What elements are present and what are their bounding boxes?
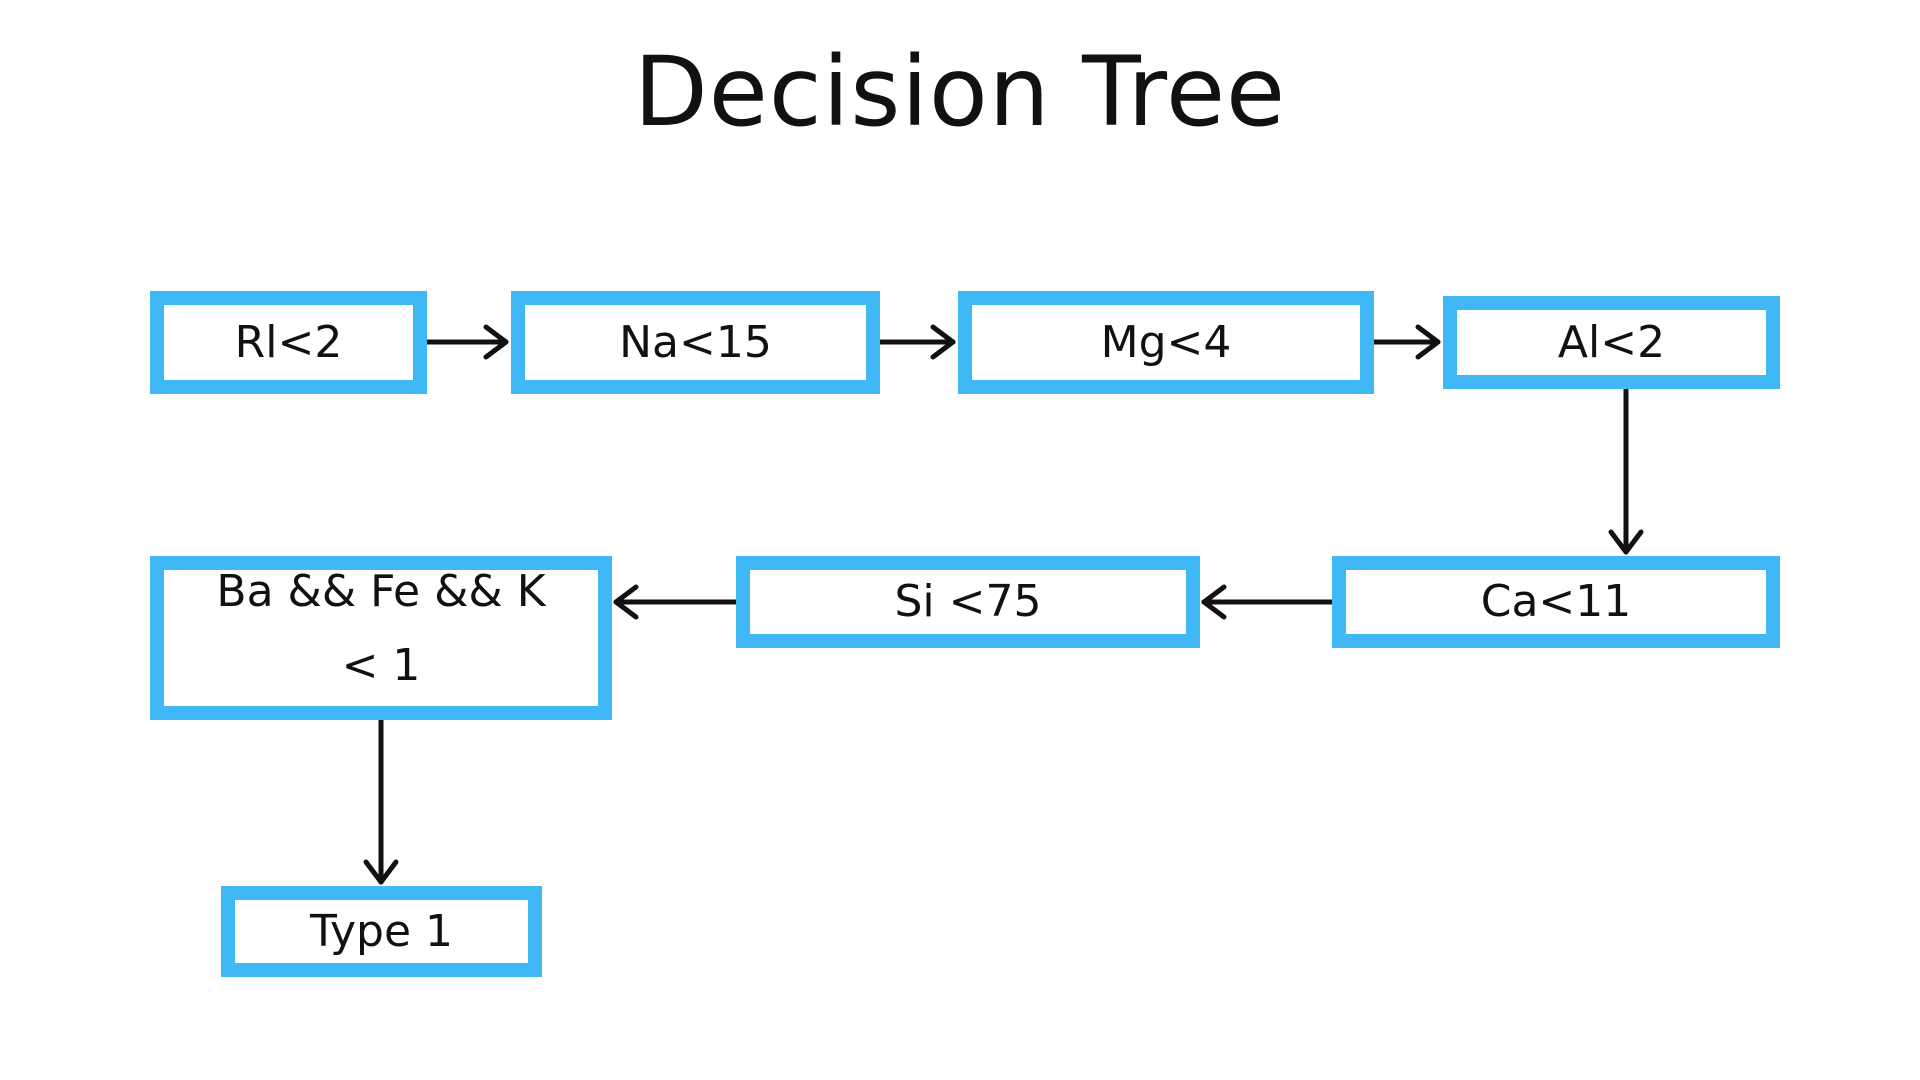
arrow-mg-to-al: [1371, 324, 1441, 360]
arrow-ca-to-si: [1201, 584, 1335, 620]
node-ri-label: Rl<2: [234, 316, 343, 368]
arrow-si-to-ba: [613, 584, 739, 620]
arrow-na-to-mg: [877, 324, 956, 360]
node-mg: Mg<4: [958, 291, 1374, 394]
node-na: Na<15: [511, 291, 880, 394]
node-ca: Ca<11: [1332, 556, 1780, 648]
node-al: Al<2: [1443, 296, 1780, 389]
arrow-al-to-ca: [1608, 386, 1644, 555]
arrow-ri-to-na: [424, 324, 509, 360]
node-al-label: Al<2: [1557, 316, 1666, 368]
node-ri: Rl<2: [150, 291, 427, 394]
node-na-label: Na<15: [619, 316, 772, 368]
node-type-1-label: Type 1: [309, 905, 454, 957]
node-ca-label: Ca<11: [1480, 576, 1632, 627]
node-si: Si <75: [736, 556, 1200, 648]
node-si-label: Si <75: [894, 576, 1042, 627]
node-ba-fe-k: Ba && Fe && K < 1: [150, 556, 612, 720]
diagram-title: Decision Tree: [633, 36, 1287, 148]
node-type-1: Type 1: [221, 886, 542, 977]
node-ba-fe-k-label: Ba && Fe && K < 1: [216, 566, 546, 691]
arrow-ba-to-type: [363, 717, 399, 885]
node-mg-label: Mg<4: [1100, 316, 1232, 368]
